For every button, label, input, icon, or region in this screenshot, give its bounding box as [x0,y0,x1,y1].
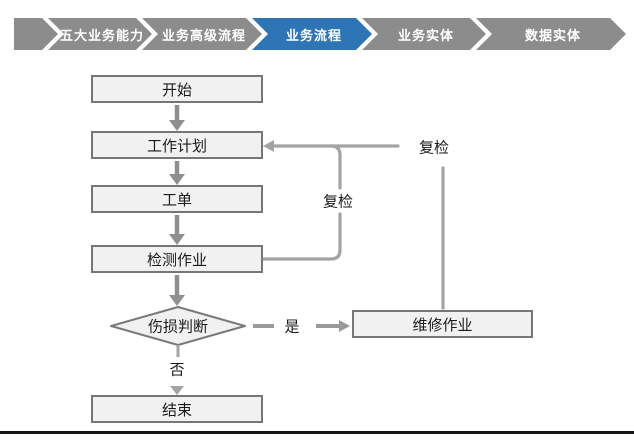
nav-item-business-process-active[interactable]: 业务流程 [252,18,372,50]
node-start: 开始 [91,75,263,103]
yes-label: 是 [281,315,303,337]
nav-item-advanced-process[interactable]: 业务高级流程 [142,18,262,50]
slide-bottom-border [0,431,634,434]
node-label: 工作计划 [146,136,207,155]
node-label: 开始 [161,80,192,99]
node-repair-job: 维修作业 [352,310,533,338]
node-label: 检测作业 [146,250,207,269]
decision-label: 伤损判断 [147,317,209,336]
no-label: 否 [166,358,188,380]
node-label: 维修作业 [412,315,473,334]
nav-item-label: 业务实体 [397,28,454,44]
nav-item-label: 业务流程 [285,28,342,44]
node-label: 结束 [161,400,192,419]
recheck-inner-label: 复检 [319,190,357,212]
node-work-order: 工单 [91,185,263,213]
nav-item-label: 业务高级流程 [162,28,247,44]
nav-item-business-entity[interactable]: 业务实体 [362,18,486,50]
node-label: 工单 [161,190,192,209]
chevron-right-icon [14,18,58,50]
node-inspection-job: 检测作业 [91,245,263,273]
node-work-plan: 工作计划 [91,131,263,159]
node-end: 结束 [91,395,263,423]
nav-item-label: 数据实体 [524,28,581,44]
edge-recheck-outer [270,144,445,310]
arrowhead-into-plan [263,140,274,152]
recheck-outer-label: 复检 [415,136,453,158]
breadcrumb: 五大业务能力 业务高级流程 业务流程 业务实体 数据实体 [0,0,634,70]
nav-item-data-entity[interactable]: 数据实体 [476,18,626,50]
nav-item-five-capabilities[interactable]: 五大业务能力 [48,18,152,50]
nav-item-label: 五大业务能力 [60,28,145,44]
